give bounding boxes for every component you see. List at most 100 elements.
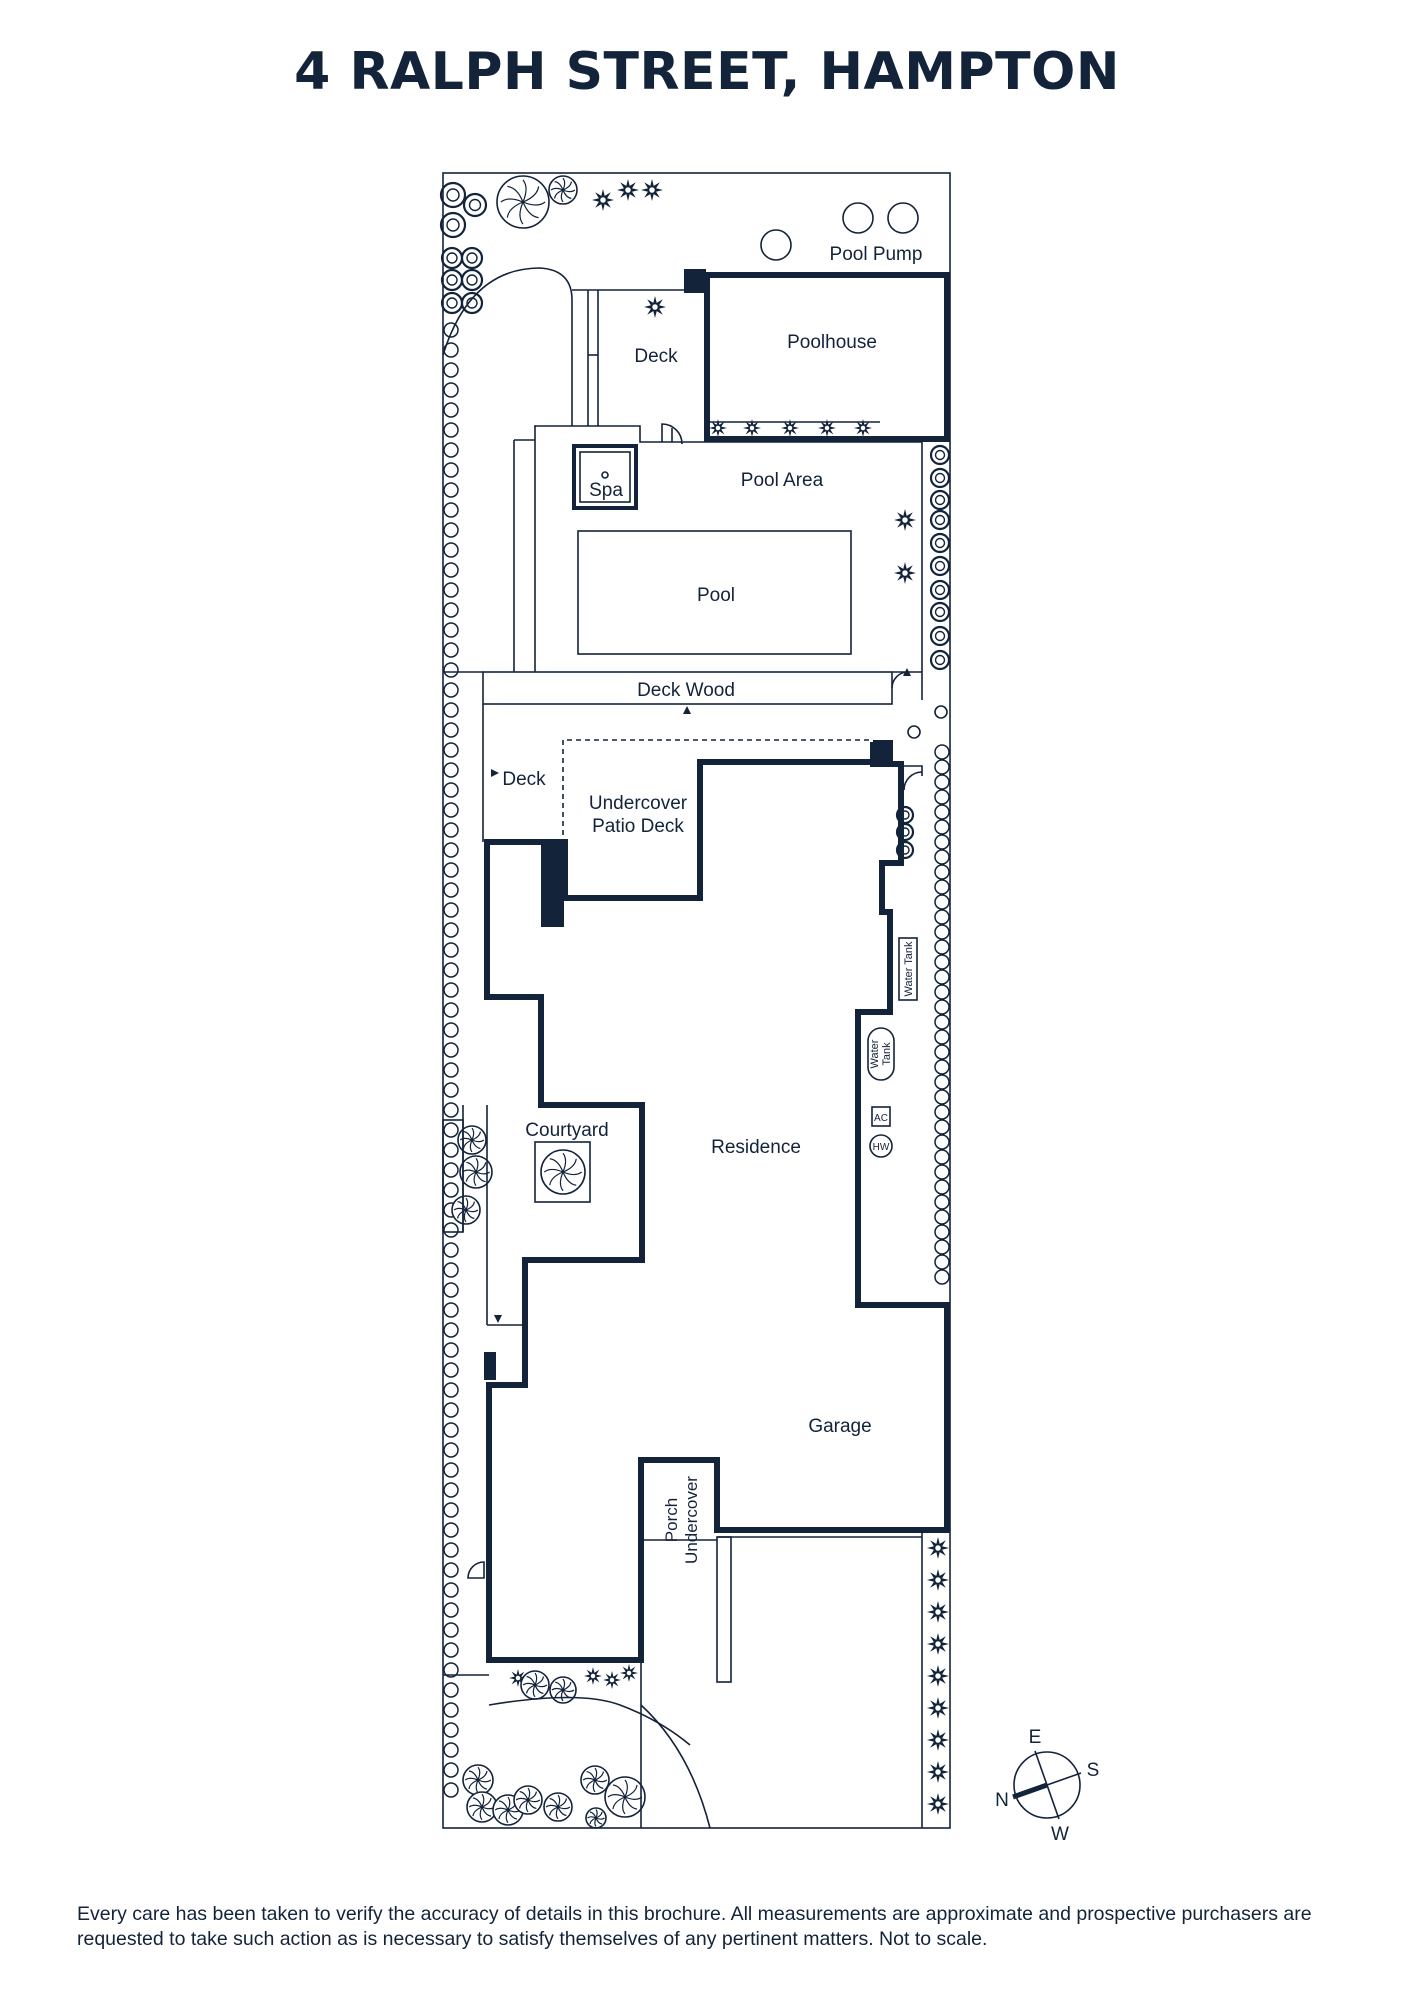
label-spa: Spa <box>589 480 623 501</box>
pool-pump-circle <box>760 229 792 261</box>
hedge-shrub <box>443 1402 459 1418</box>
hedge-shrub <box>443 1682 459 1698</box>
hedge-shrub <box>934 1044 950 1060</box>
hedge-shrub <box>934 1149 950 1165</box>
hedge-shrub <box>934 984 950 1000</box>
hedge-shrub <box>443 922 459 938</box>
disclaimer-text: Every care has been taken to verify the … <box>77 1903 1312 1950</box>
hedge-shrub <box>443 582 459 598</box>
shrub <box>929 509 951 531</box>
hedge-shrub <box>934 1134 950 1150</box>
hedge-shrub <box>443 702 459 718</box>
hedge-shrub <box>443 362 459 378</box>
label-patio-line2: Patio Deck <box>592 816 684 837</box>
shrub <box>929 649 951 671</box>
water-tank-a <box>898 937 918 1001</box>
hedge-shrub <box>443 402 459 418</box>
hedge-shrub <box>934 954 950 970</box>
hedge-shrub <box>934 1209 950 1225</box>
hedge-shrub <box>443 1662 459 1678</box>
hedge-shrub <box>934 1104 950 1120</box>
hedge-shrub <box>443 1462 459 1478</box>
hedge-shrub <box>443 522 459 538</box>
compass: E S N W <box>995 1727 1099 1845</box>
shrub <box>929 601 951 623</box>
hedge-shrub <box>443 1522 459 1538</box>
hedge-shrub <box>443 1722 459 1738</box>
page-title: 4 RALPH STREET, HAMPTON <box>294 42 1120 102</box>
hedge-shrub <box>443 1162 459 1178</box>
hedge-shrub <box>443 742 459 758</box>
shrub <box>440 246 464 270</box>
label-garage: Garage <box>808 1416 871 1437</box>
label-porch-line2: Undercover <box>682 1476 701 1564</box>
hedge-shrub <box>443 1362 459 1378</box>
shrub <box>460 291 484 315</box>
hedge-shrub <box>934 789 950 805</box>
water-tank-b <box>867 1027 895 1081</box>
hedge-shrub <box>934 744 950 760</box>
undercover-patio-deck <box>562 739 873 898</box>
hedge-shrub <box>443 1282 459 1298</box>
hedge-shrub <box>443 1782 459 1798</box>
hedge-shrub <box>934 1074 950 1090</box>
hedge-shrub <box>443 1182 459 1198</box>
label-pool: Pool <box>697 585 735 606</box>
hedge-shrub <box>934 819 950 835</box>
hedge-shrub <box>443 442 459 458</box>
shrub <box>929 532 951 554</box>
hedge-shrub <box>443 1542 459 1558</box>
shrub <box>929 625 951 647</box>
hedge-shrub <box>934 834 950 850</box>
hedge-shrub <box>934 1269 950 1285</box>
spa <box>572 444 638 510</box>
label-poolhouse: Poolhouse <box>787 332 877 353</box>
label-deck-side: Deck <box>502 769 546 790</box>
hedge-shrub <box>443 1002 459 1018</box>
hedge-shrub <box>443 722 459 738</box>
hedge-shrub <box>443 542 459 558</box>
hedge-shrub <box>443 1602 459 1618</box>
label-courtyard: Courtyard <box>525 1120 608 1141</box>
courtyard-planter <box>534 1141 591 1203</box>
shrub <box>929 579 951 601</box>
shrub <box>929 555 951 577</box>
hedge-shrub <box>443 1622 459 1638</box>
hedge-shrub <box>443 1422 459 1438</box>
hedge-shrub <box>443 1102 459 1118</box>
hedge-shrub <box>443 462 459 478</box>
shrub <box>462 192 488 218</box>
hedge-shrub <box>934 804 950 820</box>
hedge-shrub <box>443 382 459 398</box>
hot-water-unit <box>869 1134 893 1158</box>
ac-unit <box>871 1106 891 1127</box>
hedge-shrub <box>934 879 950 895</box>
hedge-shrub <box>934 909 950 925</box>
hedge-shrub <box>443 1242 459 1258</box>
hedge-shrub <box>443 682 459 698</box>
label-ac: AC <box>874 1113 888 1124</box>
hedge-shrub <box>443 642 459 658</box>
hedge-shrub <box>934 759 950 775</box>
hedge-shrub <box>443 782 459 798</box>
hedge-shrub <box>934 774 950 790</box>
hedge-shrub <box>934 1014 950 1030</box>
pool-pump-circle <box>887 202 919 234</box>
label-pool-area: Pool Area <box>741 470 824 491</box>
hedge-shrub <box>443 1322 459 1338</box>
label-patio-line1: Undercover <box>589 793 688 814</box>
compass-n: N <box>995 1790 1009 1811</box>
hedge-shrub <box>934 1164 950 1180</box>
hedge-shrub <box>443 1342 459 1358</box>
hedge-shrub <box>443 1382 459 1398</box>
hedge-shrub <box>443 622 459 638</box>
hedge-shrub <box>443 1062 459 1078</box>
hedge-shrub <box>443 422 459 438</box>
pool-area <box>535 425 923 672</box>
compass-w: W <box>1051 1824 1069 1845</box>
hedge-shrub <box>443 1302 459 1318</box>
hedge-shrub <box>443 1222 459 1238</box>
shrub <box>929 467 951 489</box>
shrub <box>929 444 951 466</box>
shrub <box>439 181 467 209</box>
